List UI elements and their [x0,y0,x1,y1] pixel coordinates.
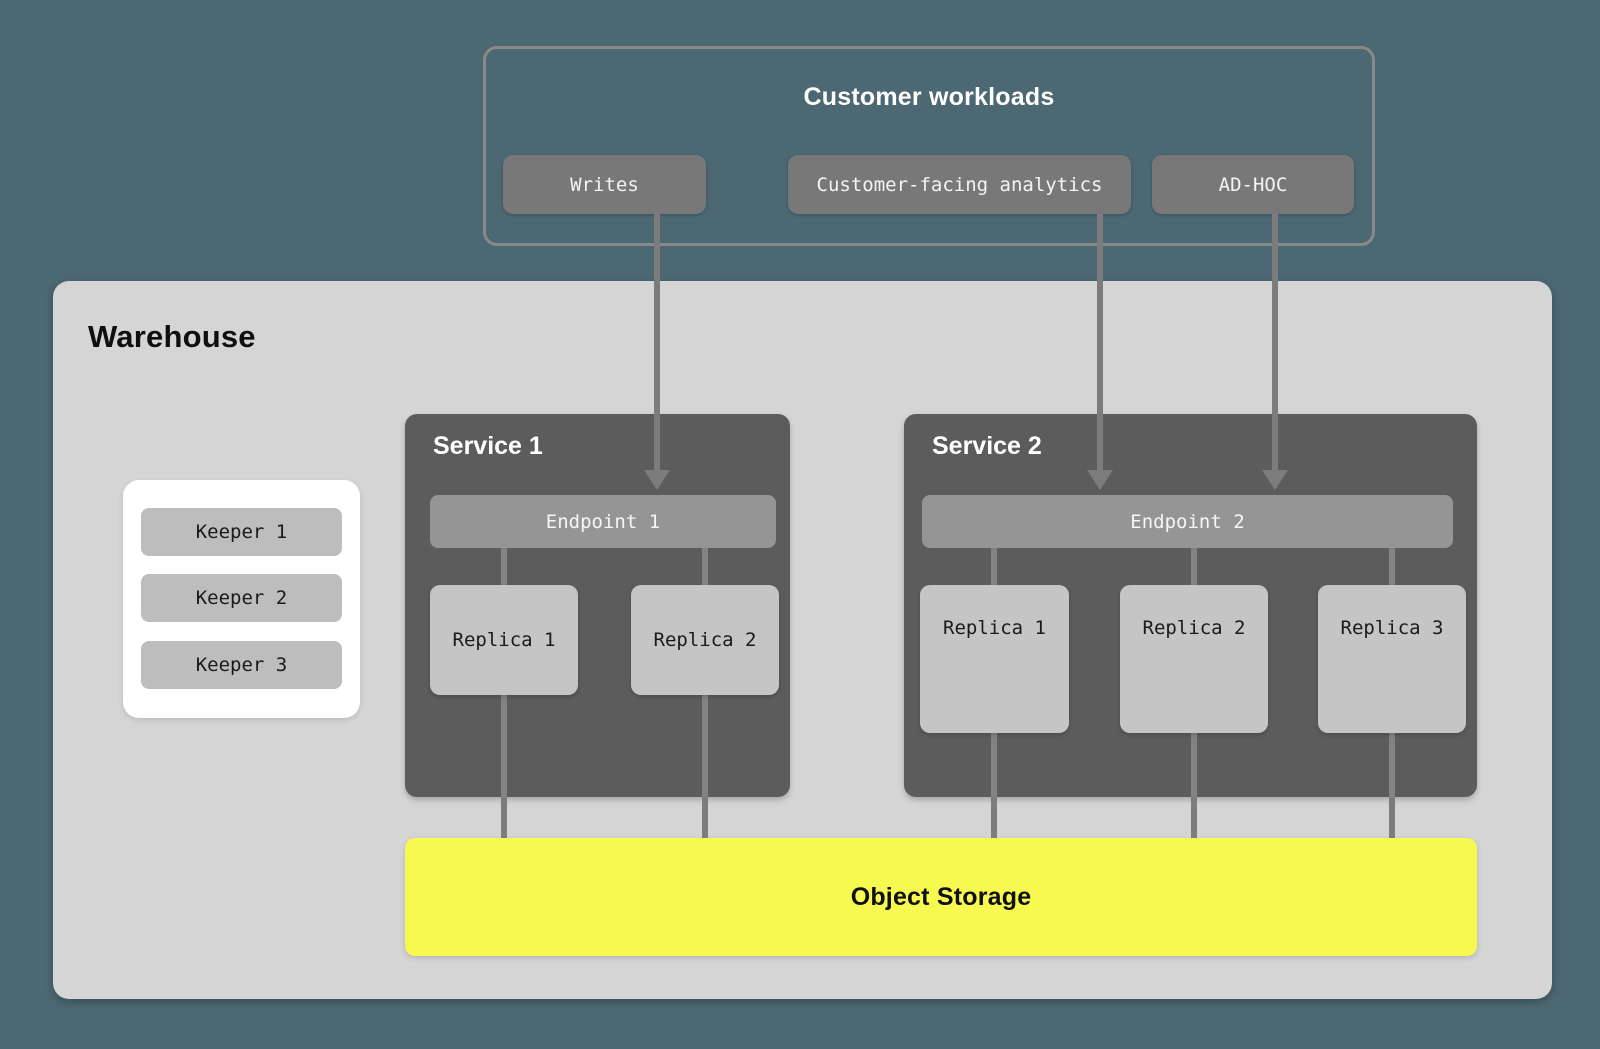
connector-s2r2-object-storage [1191,797,1197,838]
keeper-group: Keeper 1 Keeper 2 Keeper 3 [123,480,360,718]
workload-pill-customer-facing-analytics: Customer-facing analytics [788,155,1131,214]
service-1-replica-1: Replica 1 [430,585,578,695]
workload-pill-ad-hoc: AD-HOC [1152,155,1354,214]
customer-workloads-group: Customer workloads Writes Customer-facin… [483,46,1375,246]
service-1-replica-2: Replica 2 [631,585,779,695]
keeper-node-1: Keeper 1 [141,508,342,556]
arrow-writes-to-endpoint-1-head [644,470,670,490]
connector-s1r1-object-storage [501,797,507,838]
service-2-title: Service 2 [932,432,1042,460]
workload-pill-writes: Writes [503,155,706,214]
arrow-analytics-to-endpoint-2-head [1087,470,1113,490]
service-1-box: Service 1 Endpoint 1 Replica 1 Replica 2 [405,414,790,797]
endpoint-1-node: Endpoint 1 [430,495,776,548]
connector-s2r3-object-storage [1389,797,1395,838]
service-2-replica-1: Replica 1 [920,585,1069,733]
service-2-box: Service 2 Endpoint 2 Replica 1 Replica 2… [904,414,1477,797]
service-1-title: Service 1 [433,432,543,460]
keeper-node-2: Keeper 2 [141,574,342,622]
keeper-node-3: Keeper 3 [141,641,342,689]
warehouse-panel: Warehouse Keeper 1 Keeper 2 Keeper 3 Ser… [53,281,1552,999]
arrow-writes-to-endpoint-1-line [654,214,660,472]
arrow-adhoc-to-endpoint-2-line [1272,214,1278,472]
arrow-analytics-to-endpoint-2-line [1097,214,1103,472]
service-2-replica-3: Replica 3 [1318,585,1466,733]
service-2-replica-2: Replica 2 [1120,585,1268,733]
customer-workloads-title: Customer workloads [803,83,1055,111]
connector-s1r2-object-storage [702,797,708,838]
arrow-adhoc-to-endpoint-2-head [1262,470,1288,490]
warehouse-title: Warehouse [88,319,256,354]
endpoint-2-node: Endpoint 2 [922,495,1453,548]
connector-s2r1-object-storage [991,797,997,838]
object-storage-node: Object Storage [405,838,1477,956]
